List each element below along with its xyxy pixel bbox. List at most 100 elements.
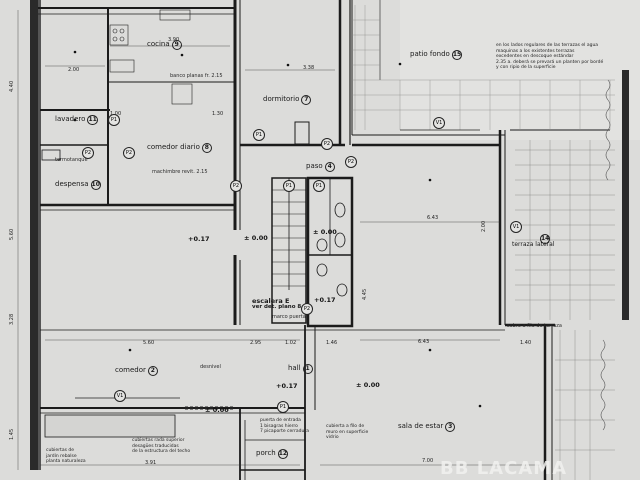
note-bottom-mid: cubiertas rada superior desagües traduci… bbox=[132, 438, 191, 454]
dim-3: 3.38 bbox=[303, 65, 315, 71]
room-hall-number: 1 bbox=[302, 364, 313, 374]
dimension-lines bbox=[17, 10, 540, 470]
marco-puerta-label: marco puerta bbox=[272, 314, 306, 320]
room-comedor-diario-number: 8 bbox=[201, 143, 212, 153]
kitchen-fixtures bbox=[109, 9, 193, 105]
room-terraza-lateral-label-wrap: terraza lateral bbox=[512, 236, 554, 248]
door-marker-p2-a: P2 bbox=[82, 147, 94, 159]
room-terraza-lateral-label: terraza lateral bbox=[512, 241, 555, 248]
room-sala-estar-label: sala de estar bbox=[398, 422, 444, 430]
door-marker-p1-b: P1 bbox=[253, 129, 265, 141]
room-despensa-label: despensa bbox=[55, 180, 89, 188]
dim-9: 2.95 bbox=[250, 340, 262, 346]
level-marker-7: ± 0.00 bbox=[205, 406, 229, 414]
note-top-right: en los lados regulares de las terrazas e… bbox=[496, 43, 604, 70]
room-cocina-label: cocina bbox=[147, 40, 170, 48]
dim-5: 1.30 bbox=[212, 111, 224, 117]
room-terraza-lateral-number: 14 bbox=[540, 234, 551, 244]
door-marker-p2-d: P2 bbox=[345, 156, 357, 168]
room-porch-number: 12 bbox=[277, 449, 289, 459]
room-comedor-number: 2 bbox=[147, 366, 158, 376]
door-marker-p1-e: P1 bbox=[277, 401, 289, 413]
watermark: BB LACAMA bbox=[440, 458, 568, 479]
dim-8: 5.60 bbox=[143, 340, 155, 346]
room-lavadero-label: lavadero bbox=[55, 115, 86, 123]
dim-6: 6.43 bbox=[427, 215, 439, 221]
dim-2: 3.90 bbox=[168, 37, 180, 43]
banco-label: banco planas fr. 2.15 bbox=[170, 73, 223, 79]
room-paso-label: paso bbox=[306, 162, 323, 170]
dim-14: 7.00 bbox=[422, 458, 434, 464]
room-patio-fondo-label: patio fondo bbox=[410, 50, 450, 58]
note-bottom-left: cubiertas de jardín rebalse planta natur… bbox=[46, 448, 86, 464]
vegetation bbox=[600, 79, 611, 431]
door-marker-p2-e: P2 bbox=[230, 180, 242, 192]
dim-18: 1.45 bbox=[9, 428, 15, 440]
dim-16: 5.60 bbox=[9, 228, 15, 240]
dim-4: 1.00 bbox=[110, 111, 122, 117]
note-sala: cubierta a filo de muro en superficie vi… bbox=[326, 424, 369, 440]
door-marker-p2-f: P2 bbox=[301, 303, 313, 315]
room-despensa-number: 10 bbox=[90, 180, 101, 190]
machimbre-label: machimbre revit. 2.15 bbox=[152, 169, 208, 175]
door-marker-p2-c: P2 bbox=[321, 138, 333, 150]
room-dormitorio-label: dormitorio bbox=[263, 95, 300, 103]
windows bbox=[75, 129, 480, 410]
room-hall-label: hall bbox=[288, 364, 301, 372]
room-paso-number: 4 bbox=[324, 162, 335, 172]
dim-10: 1.02 bbox=[285, 340, 297, 346]
level-marker-3: ± 0.00 bbox=[313, 228, 337, 236]
room-lavadero-number: 11 bbox=[87, 115, 98, 125]
dim-1: 2.00 bbox=[68, 67, 80, 73]
room-sala-estar-number: 3 bbox=[445, 422, 456, 432]
terraza-hatch bbox=[515, 140, 615, 480]
door-marker-p1-d: P1 bbox=[313, 180, 325, 192]
room-comedor-diario-label: comedor diario bbox=[147, 143, 200, 151]
level-marker-6: +0.17 bbox=[276, 382, 298, 390]
dim-11: 1.46 bbox=[326, 340, 338, 346]
center-marks bbox=[73, 50, 482, 408]
level-marker-5: ± 0.00 bbox=[356, 381, 380, 389]
room-dormitorio-number: 7 bbox=[301, 95, 312, 105]
termotanque-label: termotanque bbox=[55, 157, 88, 163]
door-marker-p1-a: P1 bbox=[108, 114, 120, 126]
room-terraza-lateral: 14 bbox=[538, 234, 551, 244]
dim-20: 4.45 bbox=[362, 288, 368, 300]
dim-7: 6.43 bbox=[418, 339, 430, 345]
patio-hatch bbox=[352, 5, 615, 130]
room-porch-label: porch bbox=[256, 449, 276, 457]
dim-13: 3.91 bbox=[145, 460, 157, 466]
window-marker-v1-a: V1 bbox=[433, 117, 445, 129]
window-marker-v1-c: V1 bbox=[114, 390, 126, 402]
left-wall bbox=[30, 0, 38, 470]
room-comedor-label: comedor bbox=[115, 366, 146, 374]
room-cocina-number: 9 bbox=[171, 40, 182, 50]
dim-19: 2.00 bbox=[481, 220, 487, 232]
level-marker-1: +0.17 bbox=[188, 235, 210, 243]
door-marker-p2-b: P2 bbox=[123, 147, 135, 159]
dim-17: 3.28 bbox=[9, 313, 15, 325]
room-patio-fondo-number: 15 bbox=[451, 50, 463, 60]
window-marker-v1-b: V1 bbox=[510, 221, 522, 233]
sobre-terraza-label: sobre a filo de terraza bbox=[507, 323, 562, 329]
escalera-label-1: escalera E bbox=[252, 297, 290, 305]
dim-15: 4.40 bbox=[9, 80, 15, 92]
note-hall: puerta de entrada 1 bisagras hierro 7 pi… bbox=[260, 418, 309, 434]
level-marker-4: +0.17 bbox=[314, 296, 336, 304]
escalera-label-2: ver det. plano 8 bbox=[252, 304, 302, 310]
door-marker-p1-c: P1 bbox=[283, 180, 295, 192]
desnivel-label: desnivel bbox=[200, 364, 221, 370]
dim-12: 1.40 bbox=[520, 340, 532, 346]
level-marker-2: ± 0.00 bbox=[244, 234, 268, 242]
